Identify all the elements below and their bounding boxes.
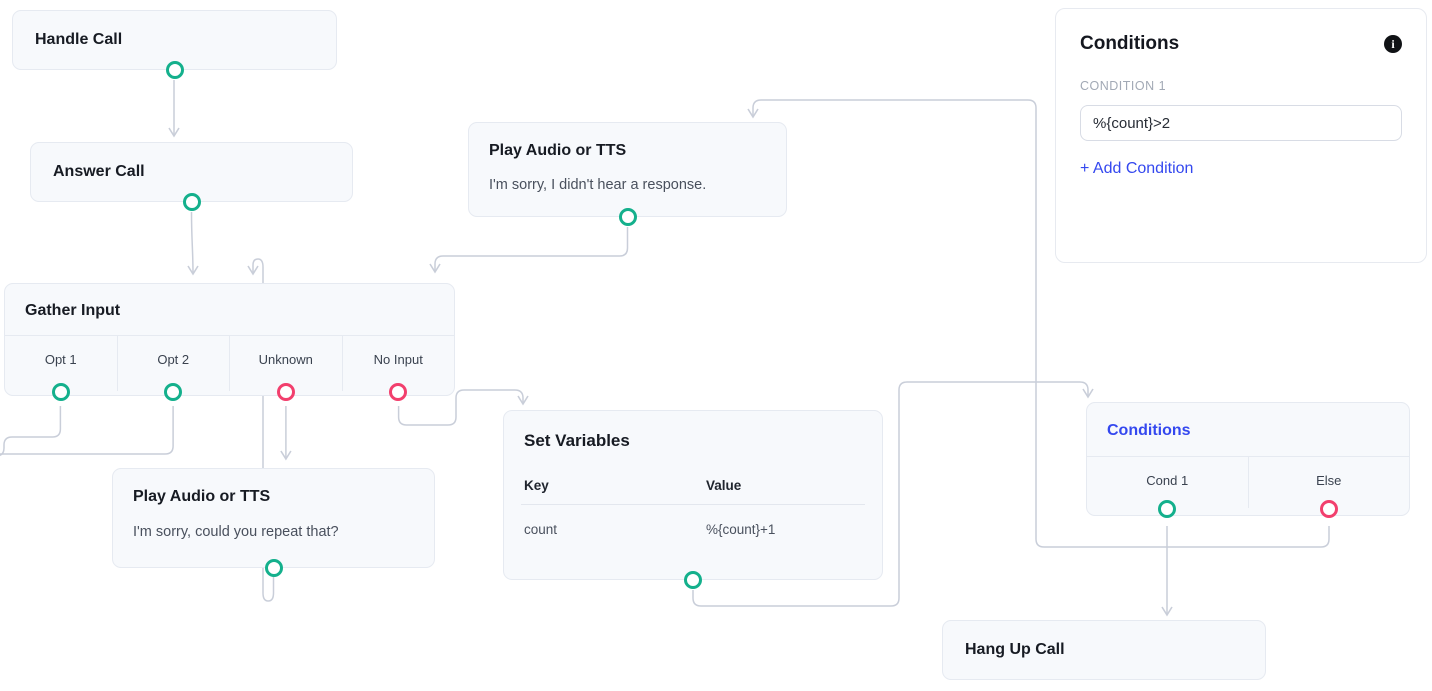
node-play-audio-top[interactable]: Play Audio or TTS I'm sorry, I didn't he… bbox=[468, 122, 787, 226]
node-title: Conditions bbox=[1107, 422, 1191, 439]
node-header: Conditions bbox=[1087, 403, 1409, 458]
add-condition-link[interactable]: + Add Condition bbox=[1080, 160, 1194, 177]
kv-cell-value: %{count}+1 bbox=[706, 522, 776, 538]
port-handle-call-output[interactable] bbox=[165, 61, 184, 79]
port-set-variables-output[interactable] bbox=[684, 571, 702, 589]
node-title: Play Audio or TTS bbox=[489, 142, 627, 159]
port-play-audio-bottom-output[interactable] bbox=[264, 559, 283, 577]
kv-cell-key: count bbox=[524, 522, 558, 538]
connector-else-playaudiotop-loop bbox=[747, 99, 1330, 548]
port-else-output[interactable] bbox=[1319, 500, 1338, 519]
node-body-text: I'm sorry, could you repeat that? bbox=[133, 524, 339, 541]
condition-1-input[interactable] bbox=[1080, 105, 1402, 141]
kv-table-row: count %{count}+1 bbox=[504, 522, 882, 537]
conditions-properties-panel: Conditions i CONDITION 1 + Add Condition bbox=[1055, 8, 1427, 263]
node-conditions[interactable]: Conditions Cond 1 Else bbox=[1086, 402, 1410, 519]
branch-cell-unknown: Unknown bbox=[229, 336, 342, 402]
branch-label: Opt 2 bbox=[157, 352, 190, 368]
node-play-audio-bottom[interactable]: Play Audio or TTS I'm sorry, could you r… bbox=[112, 468, 435, 577]
node-title: Handle Call bbox=[35, 31, 123, 49]
branch-row: Cond 1 Else bbox=[1087, 457, 1410, 519]
port-answer-call-output[interactable] bbox=[182, 193, 201, 211]
connector-opt2-offscreen bbox=[0, 406, 174, 455]
node-body-text: I'm sorry, I didn't hear a response. bbox=[489, 177, 707, 194]
branch-cell-opt1: Opt 1 bbox=[5, 336, 117, 402]
node-gather-input[interactable]: Gather Input Opt 1 Opt 2 Unknown No Inpu… bbox=[4, 283, 455, 402]
port-unknown-output[interactable] bbox=[276, 383, 295, 402]
kv-table-header: Key Value bbox=[504, 478, 882, 493]
node-set-variables[interactable]: Set Variables Key Value count %{count}+1 bbox=[503, 410, 883, 589]
kv-column-key: Key bbox=[524, 478, 549, 494]
branch-label: Cond 1 bbox=[1146, 473, 1189, 489]
info-icon[interactable]: i bbox=[1384, 35, 1402, 53]
branch-cell-cond1: Cond 1 bbox=[1087, 457, 1248, 519]
port-opt1-output[interactable] bbox=[51, 383, 70, 402]
node-title: Answer Call bbox=[53, 163, 145, 181]
branch-label: Unknown bbox=[258, 352, 313, 368]
connector-noinput-setvariables bbox=[397, 389, 529, 426]
panel-title: Conditions bbox=[1080, 33, 1180, 54]
node-handle-call[interactable]: Handle Call bbox=[12, 10, 337, 79]
branch-row: Opt 1 Opt 2 Unknown No Input bbox=[5, 336, 455, 402]
port-play-audio-top-output[interactable] bbox=[618, 208, 637, 226]
branch-label: Opt 1 bbox=[44, 352, 77, 368]
connector-answercall-gatherinput bbox=[187, 211, 199, 276]
kv-divider bbox=[521, 504, 865, 506]
port-opt2-output[interactable] bbox=[164, 383, 183, 402]
port-no-input-output[interactable] bbox=[389, 383, 408, 402]
node-title: Play Audio or TTS bbox=[133, 488, 271, 505]
node-title: Set Variables bbox=[524, 431, 630, 450]
branch-label: No Input bbox=[373, 352, 423, 368]
branch-label: Else bbox=[1316, 473, 1342, 489]
branch-cell-else: Else bbox=[1247, 457, 1410, 519]
node-hang-up-call[interactable]: Hang Up Call bbox=[942, 620, 1266, 680]
connector-setvariables-conditionsnode bbox=[692, 381, 1094, 607]
connector-playaudiotop-gatherinput bbox=[429, 227, 629, 274]
node-title: Hang Up Call bbox=[965, 641, 1065, 659]
condition-1-label: CONDITION 1 bbox=[1080, 79, 1167, 93]
node-answer-call[interactable]: Answer Call bbox=[30, 142, 353, 211]
node-title: Gather Input bbox=[25, 302, 121, 319]
branch-cell-opt2: Opt 2 bbox=[116, 336, 230, 402]
connector-opt1-offscreen bbox=[0, 406, 62, 457]
branch-cell-no-input: No Input bbox=[341, 336, 455, 402]
node-header: Gather Input bbox=[5, 284, 454, 337]
port-cond1-output[interactable] bbox=[1158, 500, 1177, 519]
connector-playaudiobottom-gatherinput-loop bbox=[247, 258, 275, 602]
kv-column-value: Value bbox=[706, 478, 742, 494]
